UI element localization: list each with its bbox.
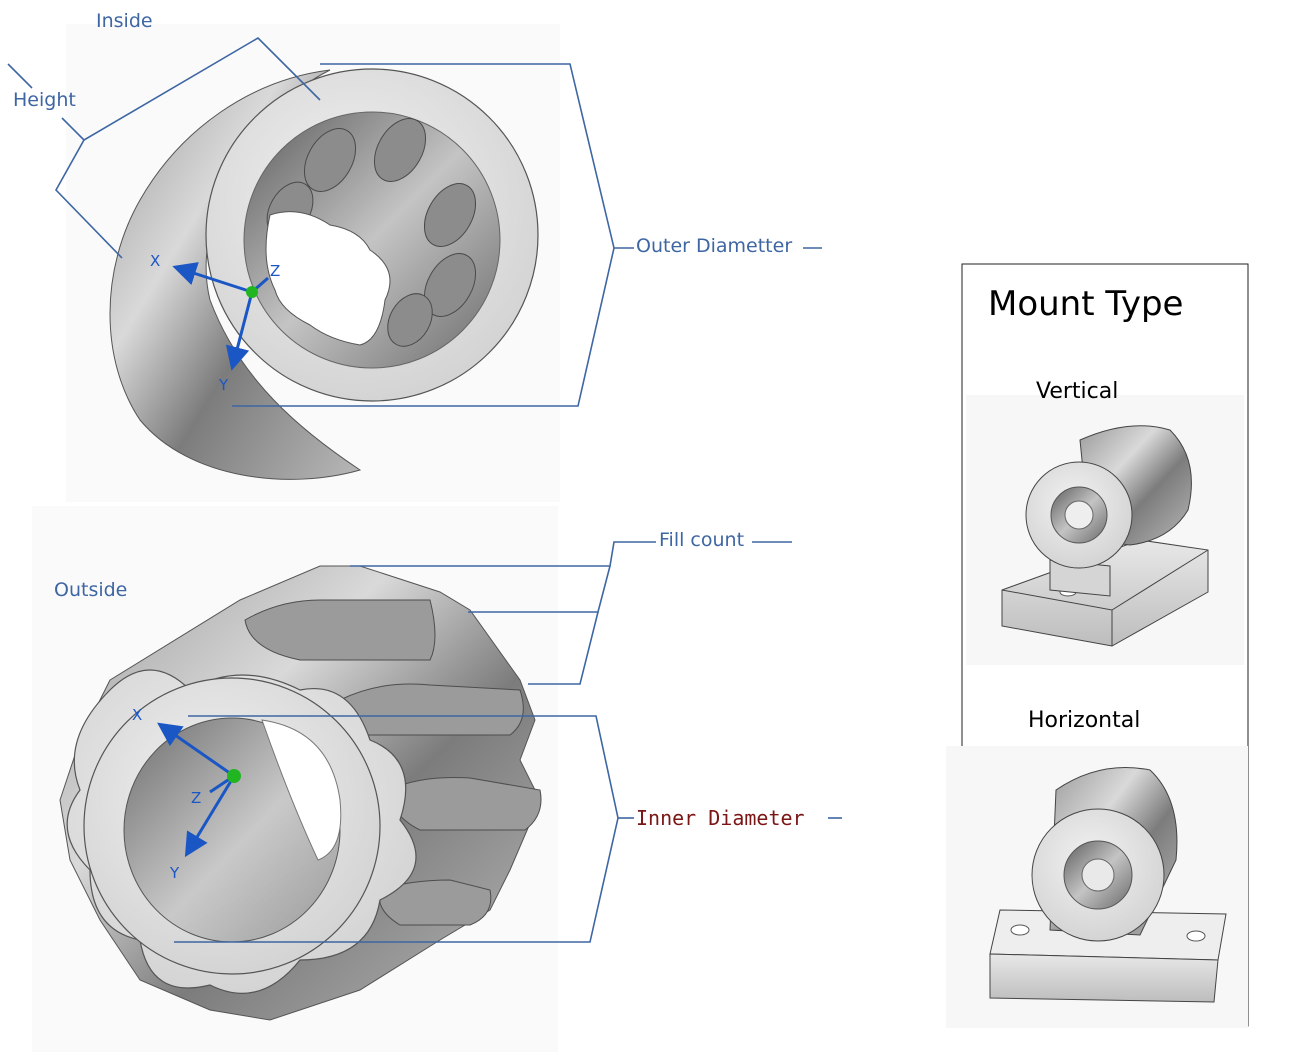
y-axis-arrow-bottom — [184, 775, 236, 858]
inner-diameter-label: Inner Diameter — [636, 806, 805, 830]
outer-diameter-label: Outer Diametter — [636, 235, 793, 257]
height-label: Height — [13, 89, 76, 111]
axis-triad-bottom: X Y Z — [132, 706, 241, 882]
z-axis-label: Z — [270, 262, 280, 280]
spline-teeth — [266, 118, 477, 347]
origin-point-bottom — [227, 769, 241, 783]
axis-triad-top: X Y Z — [150, 252, 280, 394]
leader-lines-bottom — [174, 541, 842, 943]
height-tick — [7, 63, 33, 89]
horizontal-label: Horizontal — [1028, 708, 1141, 733]
through-opening — [265, 211, 391, 346]
leader-lines-top — [7, 36, 822, 407]
horizontal-mount-image — [946, 746, 1248, 1028]
gear-ridges — [244, 599, 542, 926]
horizontal-base-hole-right — [1186, 930, 1206, 942]
x-axis-arrow — [172, 262, 253, 294]
outside-label: Outside — [54, 579, 128, 601]
horizontal-base-hole-left — [1010, 924, 1030, 936]
fill-count-leader-3 — [528, 611, 599, 685]
fill-count-label: Fill count — [659, 529, 745, 551]
origin-point — [246, 286, 258, 298]
x-axis-label-bottom: X — [132, 706, 142, 724]
y-axis-arrow — [225, 291, 254, 371]
horizontal-base-front — [989, 953, 1219, 1003]
x-axis-label: X — [150, 252, 160, 270]
inside-label: Inside — [96, 10, 153, 32]
gear-bore-opening — [261, 719, 342, 861]
y-axis-label: Y — [218, 376, 229, 394]
vertical-mount-image — [966, 395, 1244, 665]
mount-type-panel — [946, 263, 1249, 1028]
outside-view: X Y Z — [32, 506, 558, 1052]
fill-count-leader-1 — [350, 541, 656, 567]
height-tick-2 — [61, 117, 85, 141]
mount-type-title: Mount Type — [988, 284, 1184, 324]
x-axis-arrow-bottom — [157, 722, 235, 778]
inside-view: X Y Z — [66, 24, 560, 502]
z-axis-label-bottom: Z — [191, 789, 201, 807]
y-axis-label-bottom: Y — [169, 864, 180, 882]
vertical-label: Vertical — [1036, 379, 1119, 404]
